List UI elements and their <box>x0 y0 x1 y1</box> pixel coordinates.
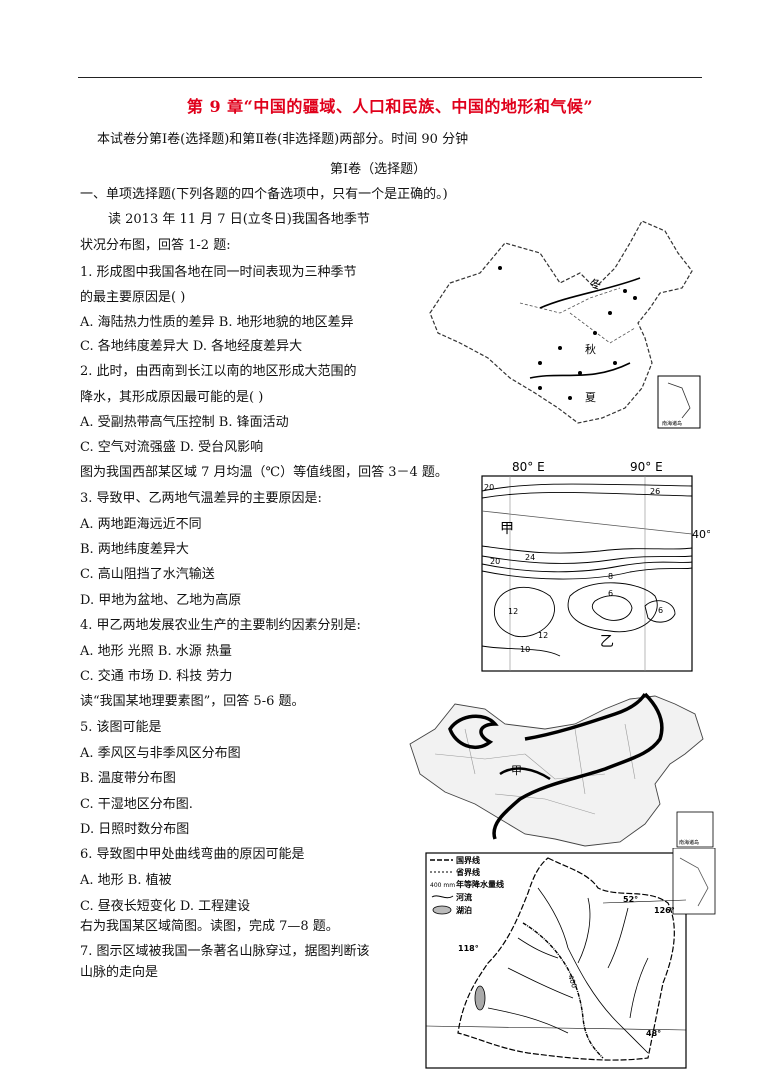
q4-option-ab: A. 地形 光照 B. 水源 热量 <box>80 644 232 659</box>
lat-52-label: 52° <box>623 895 638 904</box>
contour-6-a: 6 <box>608 589 613 598</box>
map-frame <box>481 475 693 672</box>
season-distribution-map: 冬 秋 夏 南海诸岛 <box>429 220 701 429</box>
province-lines <box>519 287 621 314</box>
question-2b: 降水，其形成原因最可能的是( ) <box>80 390 264 405</box>
q2-option-ab: A. 受副热带高气压控制 B. 锋面活动 <box>80 415 289 430</box>
thick-isoline-west <box>448 714 499 749</box>
contour-20-a: 20 <box>484 483 494 492</box>
summer-boundary-line <box>529 362 631 379</box>
lon-118-label: 118° <box>458 944 479 953</box>
thick-isoline-main <box>492 692 664 840</box>
question-7: 7. 图示区域被我国一条著名山脉穿过，据图判断该 <box>80 944 370 959</box>
region-border <box>457 857 675 1061</box>
passage-4: 右为我国某区域简图。读图，完成 7—8 题。 <box>80 919 339 934</box>
question-5: 5. 该图可能是 <box>80 720 162 735</box>
autumn-label: 秋 <box>585 342 596 356</box>
jia-label: 甲 <box>500 521 514 537</box>
legend-river: 河流 <box>456 892 472 902</box>
legend-mm: 400 mm <box>430 882 455 889</box>
inset-label: 南海诸岛 <box>662 420 682 427</box>
header-rule <box>78 77 702 78</box>
question-7b: 山脉的走向是 <box>80 965 159 980</box>
isohyet-400-line <box>522 922 604 1059</box>
passage-1b: 状况分布图，回答 1-2 题: <box>80 238 231 253</box>
contour-12-a: 12 <box>508 607 518 616</box>
contour-26: 26 <box>650 487 660 496</box>
lat-40-label: 40°N <box>692 528 710 541</box>
passage-2: 图为我国西部某区域 7 月均温（℃）等值线图，回答 3－4 题。 <box>80 465 448 480</box>
yi-label: 乙 <box>600 634 614 650</box>
lake <box>474 985 486 1011</box>
q5-option-a: A. 季风区与非季风区分布图 <box>80 746 241 761</box>
question-4: 4. 甲乙两地发展农业生产的主要制约因素分别是: <box>80 618 361 633</box>
q1-option-ab: A. 海陆热力性质的差异 B. 地形地貌的地区差异 <box>80 315 354 330</box>
question-6: 6. 导致图中甲处曲线弯曲的原因可能是 <box>80 847 305 862</box>
summer-label: 夏 <box>585 391 596 404</box>
q4-option-cd: C. 交通 市场 D. 科技 劳力 <box>80 669 233 684</box>
province-lines-2 <box>569 312 636 344</box>
lat-48-label: 48° <box>646 1029 661 1038</box>
q5-option-c: C. 干湿地区分布图. <box>80 797 193 812</box>
passage-3: 读“我国某地理要素图”，回答 5-6 题。 <box>80 694 305 709</box>
question-2: 2. 此时，由西南到长江以南的地区形成大范围的 <box>80 364 357 379</box>
rivers <box>487 887 649 1054</box>
map-frame <box>425 852 687 1069</box>
page-title: 第 9 章“中国的疆域、人口和民族、中国的地形和气候” <box>186 97 594 116</box>
q3-option-d: D. 甲地为盆地、乙地为高原 <box>80 593 242 608</box>
lon-90-label: 90° E <box>630 460 663 474</box>
isotherm-map: 80° E 90° E 40°N 甲 乙 20 26 20 24 8 6 6 1… <box>481 460 710 672</box>
q3-option-c: C. 高山阻挡了水汽输送 <box>80 567 215 582</box>
q1-option-cd: C. 各地纬度差异大 D. 各地经度差异大 <box>80 339 303 354</box>
legend-lake: 湖泊 <box>456 905 472 915</box>
contour-20-b: 20 <box>490 557 500 566</box>
winter-label: 冬 <box>590 277 601 291</box>
passage-1: 读 2013 年 11 月 7 日(立冬日)我国各地季节 <box>108 212 370 227</box>
q3-option-b: B. 两地纬度差异大 <box>80 542 189 557</box>
contour-10: 10 <box>520 645 530 654</box>
question-1: 1. 形成图中我国各地在同一时间表现为三种季节 <box>80 265 357 280</box>
legend-province-border: 省界线 <box>455 867 480 877</box>
question-1b: 的最主要原因是( ) <box>80 290 186 305</box>
city-dots <box>498 266 637 400</box>
q2-option-cd: C. 空气对流强盛 D. 受台风影响 <box>80 440 264 455</box>
part-heading: 第Ⅰ卷（选择题） <box>330 162 427 177</box>
map-legend: 国界线 省界线 400 mm 年等降水量线 河流 湖泊 <box>430 855 504 915</box>
locator-inset <box>672 848 716 915</box>
jia-label: 甲 <box>511 764 522 777</box>
q5-option-b: B. 温度带分布图 <box>80 771 176 786</box>
lon-126-label: 126° <box>654 906 675 915</box>
contour-24: 24 <box>525 553 535 562</box>
q6-option-cd: C. 昼夜长短变化 D. 工程建设 <box>80 899 251 914</box>
legend-isohyet: 年等降水量线 <box>456 879 504 889</box>
south-china-sea-inset <box>676 811 714 848</box>
q5-option-d: D. 日照时数分布图 <box>80 822 190 837</box>
lon-80-label: 80° E <box>512 460 545 474</box>
geographic-element-map: 甲 南海诸岛 <box>409 692 714 848</box>
intro-text: 本试卷分第Ⅰ卷(选择题)和第Ⅱ卷(非选择题)两部分。时间 90 分钟 <box>97 132 469 147</box>
section-heading: 一、单项选择题(下列各题的四个备选项中，只有一个是正确的。) <box>80 187 448 202</box>
contour-8: 8 <box>608 572 613 581</box>
contour-6-b: 6 <box>658 606 663 615</box>
winter-boundary-line <box>539 277 641 309</box>
question-3: 3. 导致甲、乙两地气温差异的主要原因是: <box>80 491 322 506</box>
region-sketch-map: 国界线 省界线 400 mm 年等降水量线 河流 湖泊 400 52° 126°… <box>425 848 716 1069</box>
q3-option-a: A. 两地距海远近不同 <box>80 517 202 532</box>
q6-option-ab: A. 地形 B. 植被 <box>80 873 172 888</box>
latitude-40-line <box>481 510 693 535</box>
china-outline <box>429 220 693 424</box>
legend-national-border: 国界线 <box>456 855 480 865</box>
isotherm-lines <box>481 483 693 657</box>
south-china-sea-inset <box>657 375 701 429</box>
contour-12-b: 12 <box>538 631 548 640</box>
inset-label: 南海诸岛 <box>679 839 699 846</box>
china-outline <box>409 695 704 847</box>
